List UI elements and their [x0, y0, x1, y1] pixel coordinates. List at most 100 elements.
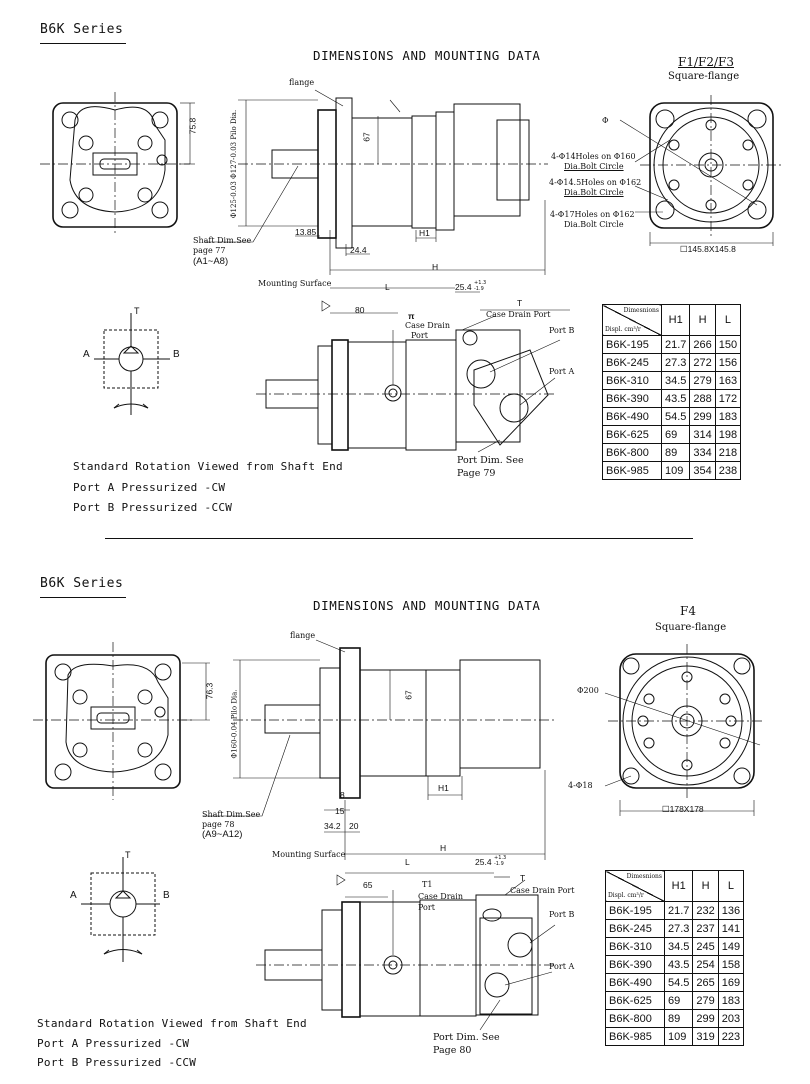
case-drain-port-word-2: Port	[418, 903, 435, 912]
h-cell: 254	[692, 955, 719, 974]
square-icon: ☐	[662, 804, 670, 814]
flange-type-2: Square-flange	[655, 622, 727, 633]
bottom-view-2	[256, 872, 556, 1031]
model-cell: B6K-985	[605, 1027, 665, 1046]
port-b-note: Port B Pressurized -CCW	[73, 501, 233, 514]
flange-codes: F1/F2/F3	[678, 55, 734, 69]
shaft-range-label: (A1~A8)	[193, 256, 229, 267]
col-l: L	[717, 870, 745, 902]
dim-h1: H1	[419, 228, 430, 238]
h1-cell: 34.5	[663, 937, 694, 956]
dim-34-2: 34.2	[324, 821, 341, 831]
l-cell: 218	[714, 443, 742, 462]
hole2b-label: Dia.Bolt Circle	[564, 188, 624, 197]
end-view-1	[40, 92, 195, 236]
shaft-page-label: page 77	[193, 246, 226, 255]
port-a-label-2: Port A	[549, 962, 575, 971]
side-view-2	[203, 639, 555, 860]
table-corner-header: Dimesnions Displ. cm³/r	[605, 870, 665, 902]
end-view-2	[33, 642, 210, 800]
h1-cell: 69	[660, 425, 691, 444]
shaft-range-label-2: (A9~A12)	[202, 829, 243, 840]
l-cell: 172	[714, 389, 742, 408]
dim-pi: π	[408, 311, 415, 321]
dim-h-2: H	[440, 843, 447, 853]
l-cell: 183	[714, 407, 742, 426]
h1-cell: 89	[663, 1009, 694, 1028]
side-view-1	[205, 89, 548, 275]
hole1-label: 4-Φ14Holes on Φ160	[551, 152, 636, 161]
port-page-label: Page 79	[457, 468, 496, 479]
model-cell: B6K-625	[605, 991, 665, 1010]
hydraulic-b: B	[173, 349, 180, 360]
h-cell: 265	[692, 973, 719, 992]
h-cell: 288	[689, 389, 716, 408]
port-b-note-2: Port B Pressurized -CCW	[37, 1056, 197, 1069]
l-cell: 203	[717, 1009, 745, 1028]
shaft-page-label-2: page 78	[202, 820, 235, 829]
dim-25-4-tol-2: +1.3 -1.9	[494, 855, 507, 867]
h1-cell: 54.5	[663, 973, 694, 992]
flange-view-2	[604, 644, 765, 816]
dim-t-2: T	[520, 873, 526, 883]
h1-cell: 34.5	[660, 371, 691, 390]
series-heading-2: B6K Series	[40, 576, 124, 591]
t1-label: T1	[422, 880, 433, 889]
model-cell: B6K-490	[602, 407, 662, 426]
h1-cell: 109	[663, 1027, 694, 1046]
hydraulic-b-2: B	[163, 890, 170, 901]
mounting-surface-label: Mounting Surface	[258, 279, 332, 288]
dim-13-85: 13.85	[295, 227, 317, 237]
h-cell: 279	[692, 991, 719, 1010]
square-size-value: 145.8X145.8	[687, 244, 736, 254]
dim-h1-2: H1	[438, 783, 449, 793]
h-cell: 314	[689, 425, 716, 444]
header-bottom: Displ. cm³/r	[605, 326, 641, 333]
l-cell: 150	[714, 335, 742, 354]
hole3b-label: Dia.Bolt Circle	[564, 220, 624, 229]
h-cell: 334	[689, 443, 716, 462]
h1-cell: 69	[663, 991, 694, 1010]
port-a-label: Port A	[549, 367, 575, 376]
case-drain-label-2: Case Drain	[418, 892, 463, 901]
l-cell: 163	[714, 371, 742, 390]
l-cell: 223	[717, 1027, 745, 1046]
h1-cell: 54.5	[660, 407, 691, 426]
case-drain-port-label: Case Drain Port	[486, 310, 551, 319]
model-cell: B6K-195	[605, 901, 665, 920]
square-size-label-2: ☐178X178	[662, 804, 704, 815]
h1-cell: 89	[660, 443, 691, 462]
phi200-label: Φ200	[577, 686, 599, 695]
flange-codes-2: F4	[680, 604, 696, 618]
phi-label: Φ	[602, 116, 609, 125]
hydraulic-a-2: A	[70, 890, 77, 901]
shaft-dim-label-2: Shaft Dim.See	[202, 810, 261, 819]
dim-67-2: 67	[403, 690, 414, 700]
flange-label: flange	[289, 78, 315, 87]
h1-cell: 21.7	[663, 901, 694, 920]
case-drain-port-label-2: Case Drain Port	[510, 886, 575, 895]
port-b-label-2: Port B	[549, 910, 575, 919]
l-cell: 169	[717, 973, 745, 992]
col-h1: H1	[660, 304, 691, 336]
shaft-dim-label: Shaft Dim.See	[193, 236, 252, 245]
model-cell: B6K-310	[602, 371, 662, 390]
h-cell: 279	[689, 371, 716, 390]
mounting-surface-label-2: Mounting Surface	[272, 850, 346, 859]
dim-20: 20	[349, 821, 359, 831]
dim-h: H	[432, 262, 439, 272]
